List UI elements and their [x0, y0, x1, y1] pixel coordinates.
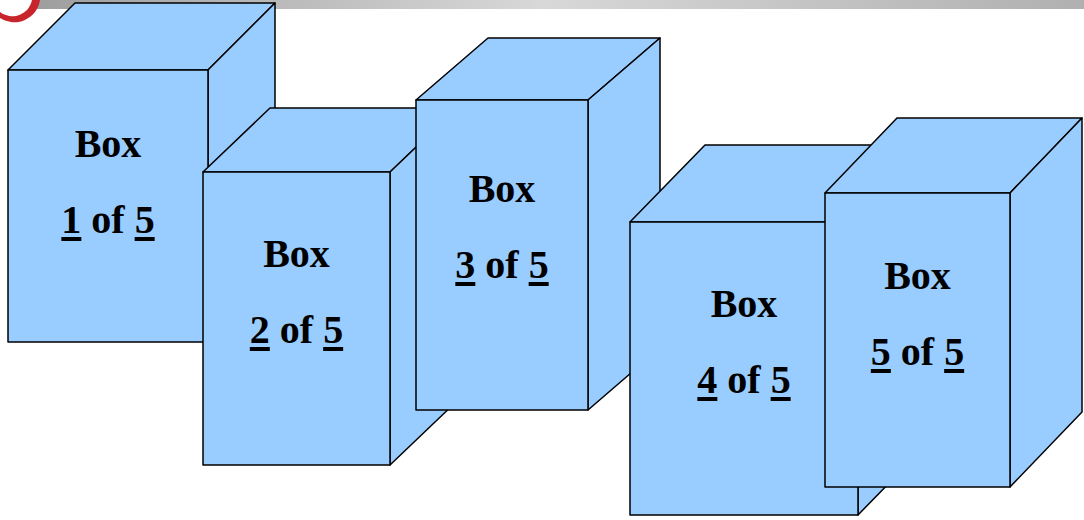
- box-3d: Box3of5: [416, 38, 660, 410]
- box-word: of: [485, 227, 518, 303]
- box-front: [630, 222, 858, 515]
- box-label: Box: [75, 106, 142, 182]
- box-word: of: [91, 182, 124, 258]
- box-label: Box: [711, 266, 778, 342]
- box-word: of: [727, 342, 760, 418]
- box-face: Box1of5: [8, 70, 208, 293]
- box-label: Box: [263, 216, 330, 292]
- box-number: 5: [944, 314, 964, 390]
- box-number: 1: [61, 182, 81, 258]
- box-word: of: [901, 314, 934, 390]
- box-face: Box3of5: [416, 100, 588, 354]
- box-number: 4: [697, 342, 717, 418]
- box-count-line: 4of5: [697, 342, 790, 418]
- box-outline: [416, 38, 662, 412]
- box-label: Box: [884, 238, 951, 314]
- box-count-line: 3of5: [455, 227, 548, 303]
- box-front: [416, 100, 588, 410]
- box-side: [1010, 118, 1082, 487]
- box-count-line: 5of5: [871, 314, 964, 390]
- box-number: 5: [529, 227, 549, 303]
- box-count-line: 2of5: [250, 292, 343, 368]
- box-number: 3: [455, 227, 475, 303]
- box-count-line: 1of5: [61, 182, 154, 258]
- box-number: 2: [250, 292, 270, 368]
- box-number: 5: [871, 314, 891, 390]
- box-face: Box2of5: [203, 172, 390, 412]
- box-number: 5: [323, 292, 343, 368]
- box-face: Box5of5: [825, 193, 1010, 434]
- box-number: 5: [135, 182, 155, 258]
- box-face: Box4of5: [630, 222, 858, 462]
- box-front: [8, 70, 208, 342]
- box-number: 5: [771, 342, 791, 418]
- box-label: Box: [469, 151, 536, 227]
- box-front: [825, 193, 1010, 487]
- box-front: [203, 172, 390, 465]
- box-3d: Box5of5: [825, 118, 1082, 487]
- box-outline: [825, 118, 1084, 489]
- box-word: of: [280, 292, 313, 368]
